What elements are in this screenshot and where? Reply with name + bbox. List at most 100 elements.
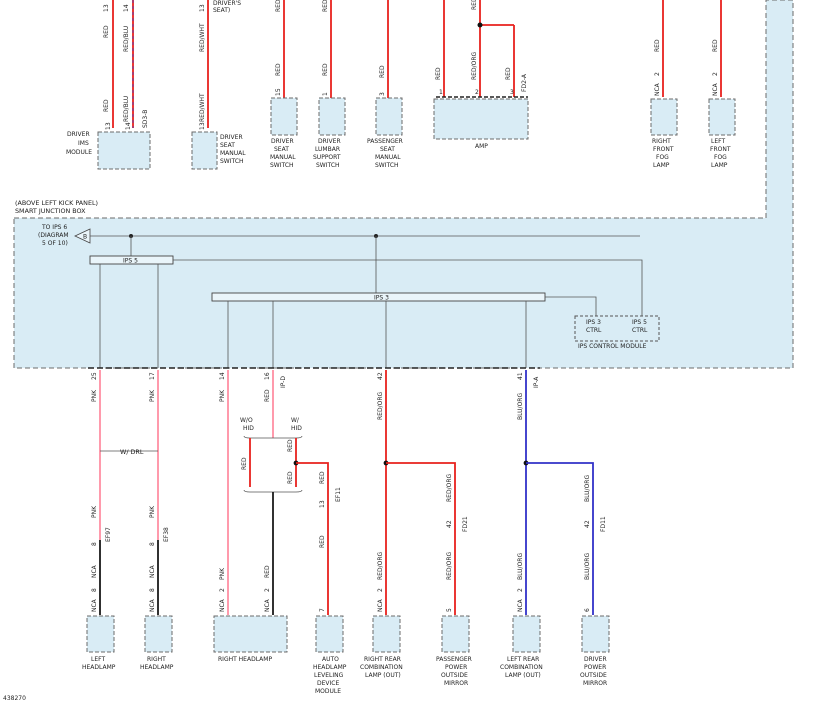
svg-text:NCA: NCA xyxy=(91,598,98,612)
svg-text:POWER: POWER xyxy=(445,664,467,671)
top-section: RED RED/BLU 13 14 RED RED/BLU 13 14 SD3-… xyxy=(66,0,736,170)
svg-text:DRIVER: DRIVER xyxy=(318,138,341,145)
svg-text:RED: RED xyxy=(103,25,110,38)
svg-text:OUTSIDE: OUTSIDE xyxy=(441,672,468,679)
svg-text:W/: W/ xyxy=(291,417,300,424)
svg-text:FD11: FD11 xyxy=(600,516,607,532)
sjb-location: (ABOVE LEFT KICK PANEL) xyxy=(15,199,98,207)
svg-text:EF11: EF11 xyxy=(335,487,342,502)
svg-text:RED/WHT: RED/WHT xyxy=(199,23,206,52)
ips5-label: IPS 5 xyxy=(123,258,138,265)
ips3-ctrl-l1: IPS 3 xyxy=(586,319,601,326)
svg-text:FD21: FD21 xyxy=(462,516,469,532)
svg-text:COMBINATION: COMBINATION xyxy=(360,664,403,671)
left-headlamp xyxy=(86,615,115,653)
svg-text:SEAT): SEAT) xyxy=(213,7,230,14)
to-ips-ref: B xyxy=(83,234,87,241)
bottom-components: LEFT HEADLAMP RIGHT HEADLAMP RIGHT HEADL… xyxy=(3,615,610,702)
svg-text:2: 2 xyxy=(475,89,479,96)
svg-text:SEAT: SEAT xyxy=(380,146,395,153)
svg-text:13: 13 xyxy=(199,122,206,130)
svg-text:3: 3 xyxy=(510,89,514,96)
svg-text:MODULE: MODULE xyxy=(315,688,341,695)
svg-text:RED/ORG: RED/ORG xyxy=(446,552,453,580)
svg-text:RED/ORG: RED/ORG xyxy=(446,474,453,502)
svg-text:PNK: PNK xyxy=(149,389,156,402)
svg-text:RED: RED xyxy=(287,471,294,484)
passenger-seat-switch xyxy=(375,97,403,136)
svg-text:PASSENGER: PASSENGER xyxy=(436,656,472,663)
svg-text:DRIVER'S: DRIVER'S xyxy=(213,0,241,7)
svg-text:7: 7 xyxy=(319,608,326,612)
svg-text:NCA: NCA xyxy=(219,598,226,612)
svg-text:POWER: POWER xyxy=(584,664,606,671)
svg-text:8: 8 xyxy=(149,542,156,546)
svg-text:RED: RED xyxy=(322,63,329,76)
svg-text:HID: HID xyxy=(291,425,302,432)
svg-text:8: 8 xyxy=(149,588,156,592)
svg-text:RED/ORG: RED/ORG xyxy=(377,552,384,580)
svg-text:HEADLAMP: HEADLAMP xyxy=(140,664,174,671)
svg-text:RED: RED xyxy=(264,565,271,578)
svg-text:RED/BLU: RED/BLU xyxy=(123,96,130,122)
svg-text:RIGHT: RIGHT xyxy=(652,138,671,145)
svg-text:DRIVER: DRIVER xyxy=(67,131,90,138)
svg-text:RIGHT REAR: RIGHT REAR xyxy=(364,656,401,663)
svg-text:BLU/ORG: BLU/ORG xyxy=(517,553,524,580)
driver-power-mirror xyxy=(581,615,610,653)
svg-text:BLU/ORG: BLU/ORG xyxy=(584,475,591,502)
svg-text:IMS: IMS xyxy=(78,140,89,147)
svg-text:SEAT: SEAT xyxy=(274,146,289,153)
svg-text:RED: RED xyxy=(654,39,661,52)
svg-text:FD2-A: FD2-A xyxy=(521,73,528,92)
svg-text:HID: HID xyxy=(243,425,254,432)
svg-text:RED: RED xyxy=(379,65,386,78)
svg-text:LAMP: LAMP xyxy=(711,162,728,169)
svg-text:RED: RED xyxy=(275,63,282,76)
svg-text:LAMP: LAMP xyxy=(653,162,670,169)
svg-text:41: 41 xyxy=(517,372,524,380)
svg-text:42: 42 xyxy=(446,520,453,528)
right-headlamp-drl xyxy=(144,615,173,653)
svg-text:13: 13 xyxy=(105,122,112,130)
svg-text:MANUAL: MANUAL xyxy=(270,154,296,161)
svg-text:RED/ORG: RED/ORG xyxy=(377,392,384,420)
svg-text:BLU/ORG: BLU/ORG xyxy=(517,393,524,420)
svg-text:DRIVER: DRIVER xyxy=(584,656,607,663)
svg-text:LAMP (OUT): LAMP (OUT) xyxy=(365,672,401,679)
svg-text:LUMBAR: LUMBAR xyxy=(315,146,340,153)
svg-text:BLU/ORG: BLU/ORG xyxy=(584,553,591,580)
ips5-ctrl-l2: CTRL xyxy=(632,327,648,334)
auto-headlamp-leveling-module xyxy=(315,615,344,653)
svg-text:2: 2 xyxy=(264,588,271,592)
ips5-ctrl-l1: IPS 5 xyxy=(632,319,647,326)
svg-text:8: 8 xyxy=(91,542,98,546)
svg-text:RED: RED xyxy=(319,535,326,548)
sd3b-connector: SD3-B xyxy=(142,110,149,128)
svg-text:FRONT: FRONT xyxy=(710,146,731,153)
to-ips-line2: (DIAGRAM xyxy=(38,232,69,239)
svg-text:2: 2 xyxy=(654,72,661,76)
smart-junction-box: (ABOVE LEFT KICK PANEL) SMART JUNCTION B… xyxy=(13,0,794,369)
svg-text:IP-A: IP-A xyxy=(533,376,540,388)
svg-text:1: 1 xyxy=(322,92,329,96)
svg-text:EF38: EF38 xyxy=(163,527,170,542)
svg-text:LEFT: LEFT xyxy=(91,656,105,663)
ips3-ctrl-l2: CTRL xyxy=(586,327,602,334)
svg-text:RED: RED xyxy=(712,39,719,52)
svg-text:NCA: NCA xyxy=(149,564,156,578)
svg-text:LEFT REAR: LEFT REAR xyxy=(507,656,539,663)
svg-text:RED: RED xyxy=(275,0,282,12)
svg-text:PNK: PNK xyxy=(219,389,226,402)
svg-text:HEADLAMP: HEADLAMP xyxy=(82,664,116,671)
svg-text:COMBINATION: COMBINATION xyxy=(500,664,543,671)
svg-text:MODULE: MODULE xyxy=(66,149,92,156)
driver-seat-manual-switch xyxy=(270,97,298,136)
svg-text:14: 14 xyxy=(219,372,226,380)
amp xyxy=(433,98,529,140)
svg-text:SEAT: SEAT xyxy=(220,142,235,149)
svg-text:MIRROR: MIRROR xyxy=(583,680,607,687)
svg-text:DEVICE: DEVICE xyxy=(317,680,339,687)
svg-text:2: 2 xyxy=(377,588,384,592)
